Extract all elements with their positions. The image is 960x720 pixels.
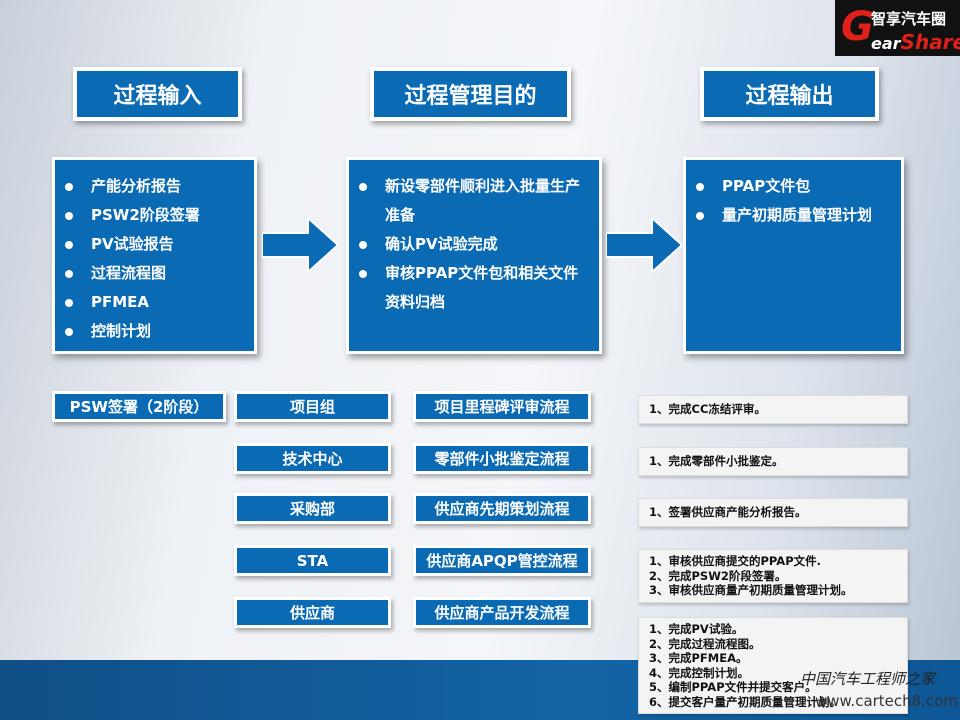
department-button: 采购部	[234, 493, 391, 524]
purposes-box: 新设零部件顺利进入批量生产准备确认PV试验完成审核PPAP文件包和相关文件资料归…	[346, 157, 602, 354]
bullet-item: 过程流程图	[65, 259, 244, 288]
department-button: 项目组	[234, 391, 391, 422]
process-button: 项目里程碑评审流程	[413, 391, 591, 422]
task-note-line: 2、完成过程流程图。	[649, 636, 761, 651]
logo-s: Share	[900, 30, 960, 54]
task-note: 1、完成零部件小批鉴定。	[638, 447, 908, 476]
task-note-line: 1、完成PV试验。	[649, 622, 744, 636]
watermark-cn: 中国汽车工程师之家	[800, 670, 936, 688]
process-button: 零部件小批鉴定流程	[413, 443, 591, 474]
bullet-item: 控制计划	[65, 317, 244, 346]
task-note: 1、完成PV试验。2、完成过程流程图。3、完成PFMEA。4、完成控制计划。5、…	[638, 617, 908, 714]
task-note-line: 4、完成控制计划。	[649, 665, 750, 680]
task-note-line: 5、编制PPAP文件并提交客户。	[649, 680, 817, 694]
process-button: 供应商产品开发流程	[413, 597, 591, 628]
bullet-item: PPAP文件包	[696, 172, 891, 201]
task-note: 1、签署供应商产能分析报告。	[638, 498, 908, 527]
process-button: 供应商APQP管控流程	[413, 545, 591, 576]
bullet-item: 新设零部件顺利进入批量生产准备	[359, 172, 589, 230]
logo-letter-g: G	[841, 4, 874, 50]
bullet-item: PSW2阶段签署	[65, 201, 244, 230]
bullet-item: 产能分析报告	[65, 172, 244, 201]
task-note-line: 1、完成零部件小批鉴定。	[649, 454, 784, 468]
logo-ear: ear	[871, 34, 901, 53]
process-button: 供应商先期策划流程	[413, 493, 591, 524]
watermark-url: www.cartech8.com	[815, 692, 959, 710]
task-note-line: 1、完成CC冻结评审。	[649, 402, 766, 416]
bullet-item: 确认PV试验完成	[359, 230, 589, 259]
department-button: STA	[234, 545, 391, 576]
bullet-item: 量产初期质量管理计划	[696, 201, 891, 230]
task-note: 1、审核供应商提交的PPAP文件.2、完成PSW2阶段签署。3、审核供应商量产初…	[638, 549, 908, 603]
header-process-purpose: 过程管理目的	[370, 67, 571, 121]
department-button: 供应商	[234, 597, 391, 628]
outputs-box: PPAP文件包量产初期质量管理计划	[683, 157, 904, 354]
task-note-line: 6、提交客户量产初期质量管理计划。	[649, 694, 841, 709]
task-note: 1、完成CC冻结评审。	[638, 395, 908, 424]
header-process-input: 过程输入	[73, 67, 242, 121]
arrow-right-icon	[262, 218, 338, 272]
task-note-line: 1、审核供应商提交的PPAP文件.	[649, 554, 821, 568]
bullet-item: PV试验报告	[65, 230, 244, 259]
task-note-line: 3、完成PFMEA。	[649, 651, 748, 665]
department-button: 技术中心	[234, 443, 391, 474]
task-note-line: 1、签署供应商产能分析报告。	[649, 505, 807, 519]
bullet-item: PFMEA	[65, 288, 244, 317]
arrow-right-icon	[606, 218, 682, 272]
logo-cn: 智享汽车圈	[871, 10, 947, 28]
header-process-output: 过程输出	[700, 67, 879, 121]
task-note-line: 3、审核供应商量产初期质量管理计划。	[649, 583, 853, 597]
bullet-item: 审核PPAP文件包和相关文件资料归档	[359, 259, 589, 317]
task-note-line: 2、完成PSW2阶段签署。	[649, 568, 787, 583]
psw-sign-label: PSW签署（2阶段）	[52, 391, 226, 422]
gearshare-logo: G 智享汽车圈 earShare	[835, 0, 960, 56]
